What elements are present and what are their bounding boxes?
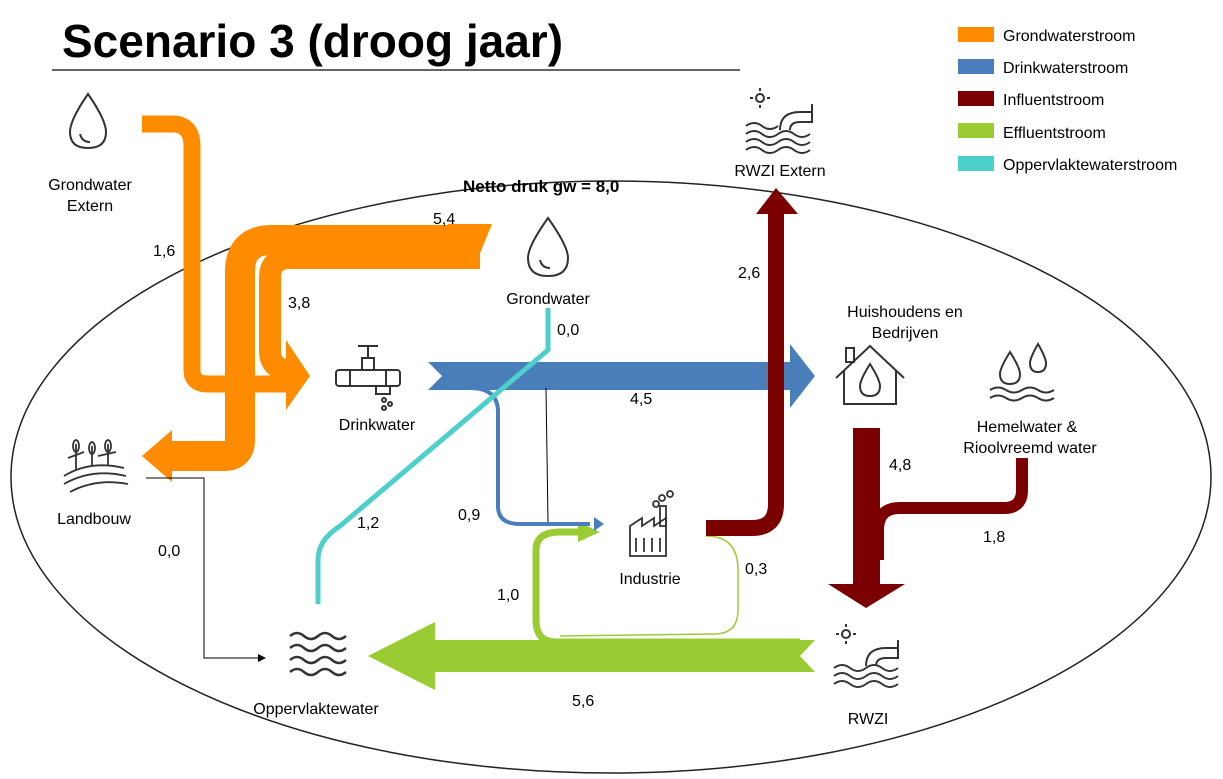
flow-drinkwater-industrie-arrow	[594, 517, 604, 531]
farm-field-icon	[63, 439, 129, 493]
flow-value-rwzi-opp: 5,6	[572, 693, 594, 710]
flow-gw-extern-drinkwater	[142, 115, 290, 393]
flow-gw-drinkwater-arrow	[286, 340, 310, 410]
flow-value-gw-drink: 3,8	[288, 295, 310, 312]
page-title: Scenario 3 (droog jaar)	[62, 15, 563, 67]
flow-oppervlaktewater-grondwater	[315, 308, 551, 604]
legend-label-grondwater: Grondwaterstroom	[1003, 28, 1136, 45]
flow-value-opp-gw: 1,2	[357, 515, 379, 532]
node-label-oppervlaktewater: Oppervlaktewater	[253, 701, 379, 718]
flow-industrie-rwzi-effluent	[559, 535, 739, 637]
droplet-icon	[68, 92, 108, 150]
legend-swatch-grondwater	[958, 27, 994, 42]
node-label-grondwater: Grondwater	[506, 291, 590, 308]
flow-gw-landbouw-arrow	[142, 430, 172, 482]
flow-value-ind-rwzi: 0,3	[745, 561, 767, 578]
flow-industrie-rwzi-extern-arrow	[756, 188, 798, 214]
node-label-hemelwater-1: Hemelwater &	[977, 419, 1078, 436]
flow-value-drink-huis: 4,5	[630, 391, 652, 408]
flow-landbouw-oppervlaktewater	[146, 477, 262, 659]
flow-value-eff-ind: 1,0	[497, 587, 519, 604]
legend-swatch-influent	[958, 91, 994, 106]
system-boundary	[10, 180, 1212, 774]
tap-icon	[335, 345, 401, 411]
house-icon	[835, 344, 905, 405]
flow-gw-industrie-thin	[545, 387, 549, 523]
flow-value-landbouw-opp: 0,0	[158, 543, 180, 560]
legend: Grondwaterstroom Drinkwaterstroom Influe…	[958, 27, 1177, 174]
flow-rwzi-industrie-arrow	[578, 522, 600, 542]
flow-value-drink-ind: 0,9	[458, 507, 480, 524]
flow-hemelwater-rwzi	[872, 458, 1028, 560]
flow-drinkwater-industrie	[469, 386, 590, 526]
flow-drinkwater-huishoudens	[428, 344, 815, 408]
legend-label-effluent: Effluentstroom	[1003, 125, 1106, 142]
node-label-drinkwater: Drinkwater	[339, 417, 416, 434]
node-label-huishoudens-2: Bedrijven	[872, 325, 939, 342]
node-label-landbouw: Landbouw	[57, 511, 131, 528]
legend-label-drinkwater: Drinkwaterstroom	[1003, 60, 1128, 77]
waves-icon	[289, 631, 347, 677]
node-label-rwzi-extern: RWZI Extern	[734, 163, 825, 180]
node-label-huishoudens-1: Huishoudens en	[847, 304, 963, 321]
flow-industrie-rwzi-extern	[706, 214, 784, 536]
flow-value-gw-extern: 1,6	[153, 243, 175, 260]
treatment-plant-icon	[745, 88, 813, 154]
flow-value-rwzi-extern: 2,6	[738, 265, 760, 282]
flow-rwzi-oppervlaktewater	[368, 622, 815, 690]
flow-landbouw-oppervlaktewater-arrow	[258, 654, 266, 662]
node-label-hemelwater-2: Rioolvreemd water	[963, 440, 1097, 457]
flow-huishoudens-rwzi	[828, 428, 905, 608]
flow-gw-landbouw	[170, 225, 480, 471]
rainwater-icon	[989, 341, 1055, 402]
legend-swatch-effluent	[958, 123, 994, 138]
flow-value-hemel-rwzi: 1,8	[983, 529, 1005, 546]
legend-label-oppervlaktewater: Oppervlaktewaterstroom	[1003, 157, 1177, 174]
flow-gw-drinkwater	[259, 247, 480, 381]
legend-swatch-oppervlaktewater	[958, 156, 994, 171]
factory-icon	[629, 490, 674, 557]
node-label-industrie: Industrie	[619, 571, 680, 588]
node-label-grondwater-extern-1: Grondwater	[48, 177, 132, 194]
netto-druk-label: Netto druk gw = 8,0	[463, 177, 619, 196]
flow-value-huis-rwzi: 4,8	[889, 457, 911, 474]
node-label-grondwater-extern-2: Extern	[67, 198, 113, 215]
node-label-rwzi: RWZI	[848, 711, 889, 728]
flow-value-gw-opp: 0,0	[557, 322, 579, 339]
flow-rwzi-industrie	[532, 528, 800, 646]
flow-value-gw-top: 5,4	[433, 211, 455, 228]
legend-swatch-drinkwater	[958, 59, 994, 74]
treatment-plant-icon	[833, 624, 899, 688]
droplet-icon	[526, 216, 570, 278]
legend-label-influent: Influentstroom	[1003, 92, 1104, 109]
